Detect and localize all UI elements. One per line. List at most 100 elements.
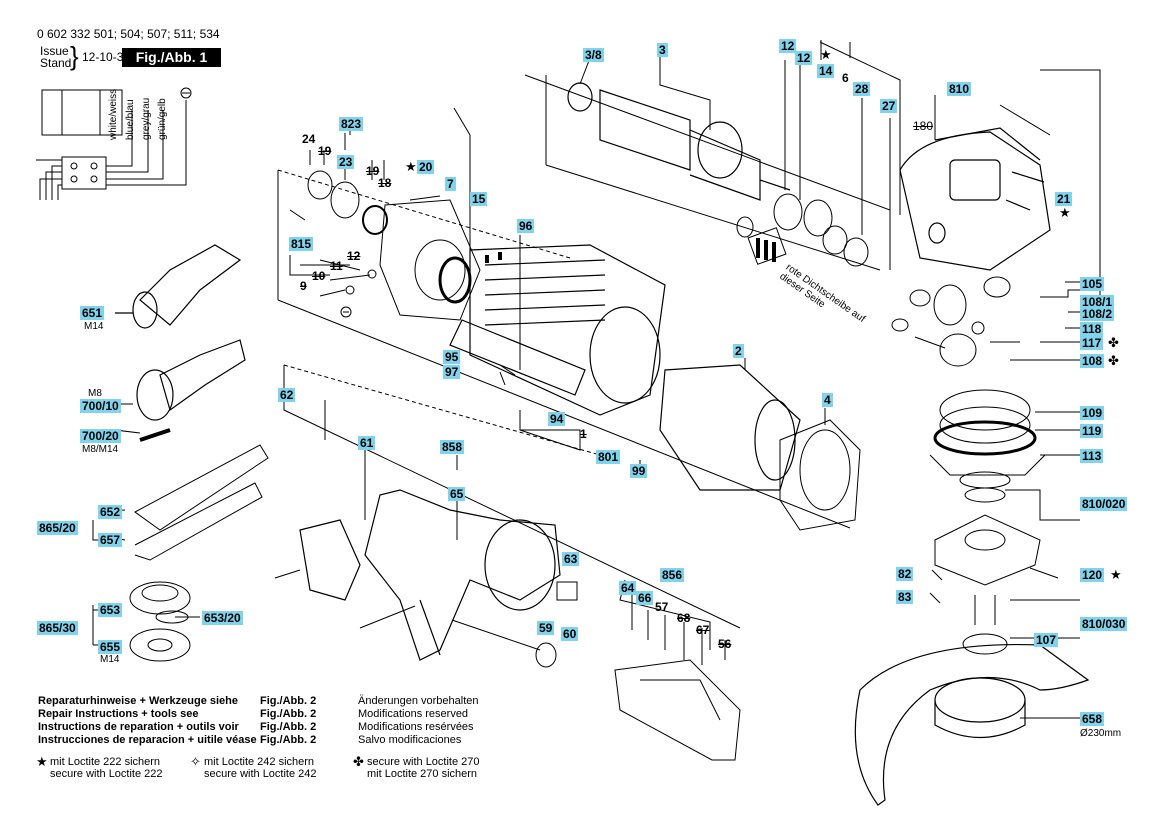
wire-label-white: white/weiss bbox=[108, 88, 119, 140]
star-icon: ★ bbox=[820, 47, 832, 62]
callout-97: 97 bbox=[443, 365, 461, 379]
callout-657: 657 bbox=[98, 533, 123, 547]
mod-line: Änderungen vorbehalten bbox=[358, 695, 479, 707]
terminal-block bbox=[61, 156, 107, 190]
switch-block bbox=[41, 89, 123, 136]
brace: } bbox=[70, 41, 79, 71]
callout-63: 63 bbox=[562, 552, 580, 566]
callout-109: 109 bbox=[1080, 406, 1105, 420]
callout-810-030: 810/030 bbox=[1080, 617, 1128, 631]
callout-108-1: 108/1 bbox=[1080, 295, 1115, 309]
m8-label: M8 bbox=[88, 388, 102, 399]
callout-9: 9 bbox=[300, 279, 307, 293]
note-fig: Fig./Abb. 2 bbox=[260, 708, 317, 720]
callout-700-10: 700/10 bbox=[80, 399, 121, 413]
callout-23: 23 bbox=[337, 155, 355, 169]
switch-assembly bbox=[614, 659, 741, 761]
gear-housing bbox=[899, 127, 1051, 271]
callout-4: 4 bbox=[822, 393, 833, 407]
side-handle-1 bbox=[115, 244, 242, 329]
wheel-guard bbox=[854, 643, 1090, 806]
callout-12: 12 bbox=[779, 39, 797, 53]
callout-1: 1 bbox=[580, 427, 587, 441]
bevel-gear bbox=[939, 389, 1031, 431]
legend-loctite242-de: mit Loctite 242 sichern bbox=[204, 756, 315, 768]
callout-651: 651 bbox=[80, 306, 105, 320]
callout-865-30: 865/30 bbox=[37, 621, 78, 635]
callout-14: 14 bbox=[817, 64, 835, 78]
motor-housing bbox=[449, 244, 666, 416]
wire-label-blue: blue/blau bbox=[125, 99, 136, 140]
figure-tag: Fig./Abb. 1 bbox=[122, 48, 221, 67]
star-icon: ★ bbox=[1059, 205, 1071, 220]
callout-12: 12 bbox=[347, 249, 361, 263]
callout-20: 20 bbox=[417, 160, 435, 174]
sparkle-icon: ✧ bbox=[190, 754, 201, 769]
stand-label: Stand bbox=[40, 56, 72, 70]
callout-65: 65 bbox=[448, 487, 466, 501]
callout-801: 801 bbox=[596, 450, 621, 464]
callout-865-20: 865/20 bbox=[37, 521, 78, 535]
callout-96: 96 bbox=[517, 219, 535, 233]
m14-label: M14 bbox=[100, 654, 120, 665]
callout-12: 12 bbox=[795, 51, 813, 65]
callout-119: 119 bbox=[1080, 424, 1104, 438]
field-winding bbox=[659, 364, 801, 491]
clover-icon: ✤ bbox=[353, 754, 364, 769]
callout-120: 120 bbox=[1080, 568, 1105, 582]
callout-64: 64 bbox=[619, 581, 637, 595]
callout-6: 6 bbox=[842, 71, 849, 85]
callout-653-20: 653/20 bbox=[202, 611, 243, 625]
spanner bbox=[134, 444, 269, 531]
callout-180: 180 bbox=[913, 119, 934, 133]
callout-28: 28 bbox=[853, 82, 871, 96]
callout-3: 3 bbox=[657, 43, 668, 57]
callout-18: 18 bbox=[378, 176, 392, 190]
star-icon: ★ bbox=[405, 159, 417, 174]
callout-82: 82 bbox=[896, 567, 914, 581]
callout-21: 21 bbox=[1055, 192, 1073, 206]
note-text: Repair Instructions + tools see bbox=[38, 708, 199, 720]
callout-105: 105 bbox=[1080, 277, 1105, 291]
clover-icon: ✤ bbox=[1108, 353, 1119, 368]
note-fig: Fig./Abb. 2 bbox=[260, 734, 317, 746]
callout-67: 67 bbox=[696, 623, 710, 637]
callout-2: 2 bbox=[733, 344, 744, 358]
callout-823: 823 bbox=[339, 117, 364, 131]
legend-loctite222-en: secure with Loctite 222 bbox=[50, 768, 163, 780]
note-fig: Fig./Abb. 2 bbox=[260, 721, 317, 733]
callout-107: 107 bbox=[1034, 633, 1059, 647]
callout-856: 856 bbox=[660, 568, 685, 582]
callout-56: 56 bbox=[718, 637, 732, 651]
callout-117: 117 bbox=[1080, 336, 1104, 350]
note-text: Instrucciones de reparacion + uitile véa… bbox=[38, 734, 257, 746]
callout-108: 108 bbox=[1080, 354, 1105, 368]
wire-label-green: grün/gelb bbox=[157, 98, 168, 140]
callout-66: 66 bbox=[636, 591, 654, 605]
callout-113: 113 bbox=[1080, 449, 1104, 463]
callout-15: 15 bbox=[470, 192, 488, 206]
legend-loctite222-de: mit Loctite 222 sichern bbox=[50, 756, 161, 768]
end-shield bbox=[779, 419, 861, 531]
legend-loctite270-en: secure with Loctite 270 bbox=[367, 756, 480, 768]
modification-notes: Änderungen vorbehalten Modifications res… bbox=[358, 695, 478, 747]
note-text: Reparaturhinweise + Werkzeuge siehe bbox=[38, 695, 239, 707]
callout-810-020: 810/020 bbox=[1080, 497, 1128, 511]
issue-label: Issue bbox=[40, 44, 69, 58]
callout-99: 99 bbox=[630, 464, 648, 478]
star-icon: ★ bbox=[36, 754, 48, 769]
mod-line: Modifications reserved bbox=[358, 708, 469, 720]
callout-815: 815 bbox=[289, 237, 314, 251]
rear-end-shield bbox=[379, 199, 481, 321]
callout-83: 83 bbox=[896, 590, 914, 604]
callout-655: 655 bbox=[98, 640, 123, 654]
callout-61: 61 bbox=[358, 436, 376, 450]
callout-652: 652 bbox=[98, 505, 123, 519]
side-handle-2 bbox=[136, 339, 246, 421]
callout-60: 60 bbox=[561, 627, 579, 641]
callout-24: 24 bbox=[302, 132, 316, 146]
wire-label-grey: grey/grau bbox=[141, 97, 152, 140]
callout-62: 62 bbox=[278, 388, 296, 402]
diameter-label: Ø230mm bbox=[1080, 728, 1122, 739]
